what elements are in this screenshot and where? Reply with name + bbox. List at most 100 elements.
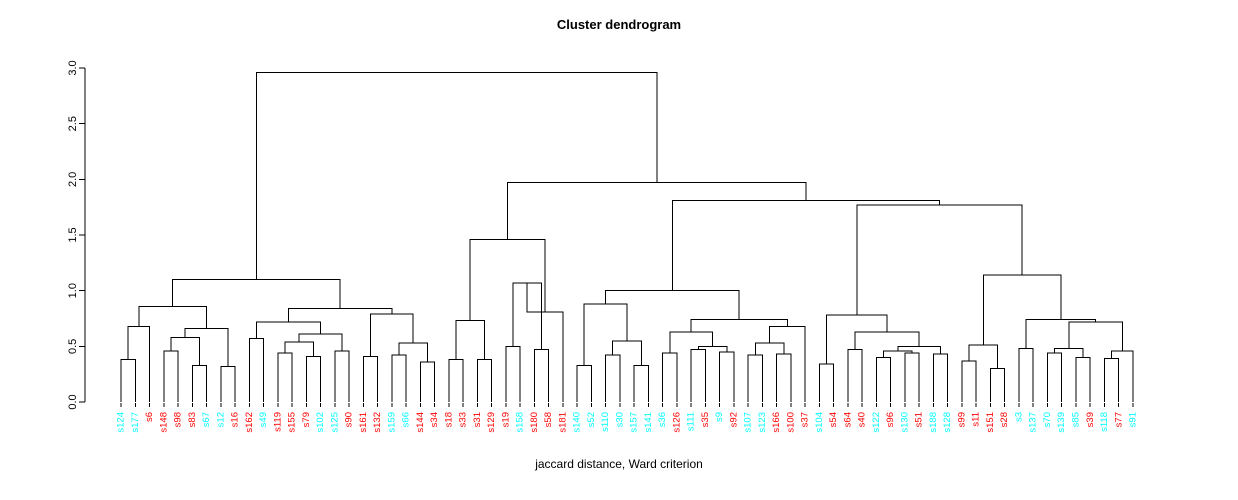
branch-m7 [184, 328, 229, 367]
branch-m12 [284, 341, 314, 357]
branch-m61 [1075, 356, 1091, 402]
branch-m36 [662, 352, 678, 402]
leaf-label-s67: s67 [201, 412, 212, 427]
leaf-label-s157: s157 [629, 412, 640, 433]
leaf-label-s181: s181 [557, 412, 568, 433]
leaf-label-s118: s118 [1099, 412, 1110, 432]
leaf-label-s36: s36 [657, 412, 668, 427]
leaf-label-s130: s130 [899, 412, 910, 433]
branch-m4 [191, 364, 208, 402]
leaf-label-s85: s85 [1071, 412, 1082, 427]
y-axis-tick-label: 0.0 [67, 394, 79, 409]
leaf-label-s129: s129 [486, 412, 497, 433]
leaf-label-s100: s100 [785, 412, 796, 433]
leaf-label-s12: s12 [215, 412, 226, 427]
leaf-label-s144: s144 [415, 412, 426, 433]
leaf-label-s28: s28 [999, 412, 1010, 427]
leaf-label-s3: s3 [1013, 412, 1024, 422]
leaf-label-s64: s64 [842, 412, 853, 427]
leaf-label-s122: s122 [871, 412, 882, 433]
leaf-label-s188: s188 [928, 412, 939, 433]
y-axis: 0.00.51.01.52.02.53.0 [67, 60, 86, 410]
x-axis-caption: jaccard distance, Ward criterion [535, 457, 703, 471]
branch-m45 [690, 319, 788, 332]
branch-m41 [747, 354, 763, 402]
branch-m48 [847, 349, 863, 402]
leaf-label-s126: s126 [671, 412, 682, 433]
branch-m34 [612, 340, 642, 366]
leaf-label-s119: s119 [272, 412, 283, 432]
leaf-label-s90: s90 [344, 412, 355, 427]
leaf-label-s159: s159 [386, 412, 397, 433]
branch-m2 [127, 325, 151, 402]
branch-m1 [120, 359, 136, 402]
dendrogram-branches [120, 71, 1134, 402]
leaf-label-s18: s18 [443, 412, 454, 427]
branch-m56 [961, 360, 977, 402]
branch-m52 [932, 353, 949, 402]
branch-m35 [583, 303, 628, 366]
branch-m5 [170, 336, 200, 366]
branch-m21 [287, 307, 393, 322]
branch-m25 [455, 320, 485, 360]
branch-m59 [1018, 348, 1034, 402]
branch-m26 [505, 345, 521, 402]
branch-m19 [398, 342, 428, 362]
y-axis-tick-label: 1.0 [67, 283, 79, 298]
branch-m30 [469, 238, 546, 321]
branch-m13 [334, 350, 350, 402]
leaf-label-s52: s52 [586, 412, 597, 427]
leaf-label-s34: s34 [429, 412, 440, 427]
branch-m32 [605, 354, 621, 402]
leaf-label-s141: s141 [643, 412, 654, 433]
branch-m23 [448, 359, 464, 402]
branch-m8 [138, 305, 208, 329]
leaf-label-s107: s107 [743, 412, 754, 433]
leaf-label-s102: s102 [315, 412, 326, 433]
branch-m20 [369, 313, 414, 357]
leaf-label-s92: s92 [728, 412, 739, 427]
leaf-label-s30: s30 [614, 412, 625, 427]
branch-m68 [856, 204, 1023, 316]
leaf-label-s83: s83 [187, 412, 198, 427]
branch-m44 [769, 325, 806, 402]
leaf-label-s9: s9 [714, 412, 725, 422]
branch-m58 [968, 344, 999, 369]
leaf-label-s11: s11 [971, 412, 982, 427]
branch-m24 [476, 359, 493, 402]
leaf-label-s155: s155 [287, 412, 298, 433]
branch-m64 [1111, 350, 1134, 402]
branch-m11 [305, 355, 322, 402]
y-axis-tick-label: 0.5 [67, 339, 79, 354]
leaf-label-s123: s123 [757, 412, 768, 433]
branch-m66 [1025, 319, 1097, 349]
y-axis-tick-label: 2.5 [67, 116, 79, 131]
leaf-label-s79: s79 [301, 412, 312, 427]
branch-m57 [989, 368, 1006, 402]
leaf-label-s110: s110 [600, 412, 611, 432]
leaf-label-s51: s51 [914, 412, 925, 427]
leaf-label-s49: s49 [258, 412, 269, 427]
branch-m6 [220, 365, 236, 402]
leaf-label-s139: s139 [1056, 412, 1067, 433]
leaf-label-s33: s33 [458, 412, 469, 427]
leaf-label-s99: s99 [956, 412, 967, 427]
branch-m51 [883, 350, 913, 358]
leaf-label-s40: s40 [857, 412, 868, 427]
leaf-label-s124: s124 [116, 412, 127, 433]
leaf-label-s66: s66 [401, 412, 412, 427]
branch-m54 [854, 331, 920, 350]
leaf-label-s35: s35 [700, 412, 711, 427]
leaf-label-s177: s177 [130, 412, 141, 433]
branch-m43 [754, 342, 785, 356]
leaf-label-s180: s180 [529, 412, 540, 433]
branch-m67 [982, 274, 1062, 346]
leaf-label-s161: s161 [358, 412, 369, 433]
leaf-label-s111: s111 [686, 412, 697, 431]
leaf-label-s58: s58 [543, 412, 554, 427]
leaf-label-s148: s148 [158, 412, 169, 433]
y-axis-tick-label: 2.0 [67, 172, 79, 187]
